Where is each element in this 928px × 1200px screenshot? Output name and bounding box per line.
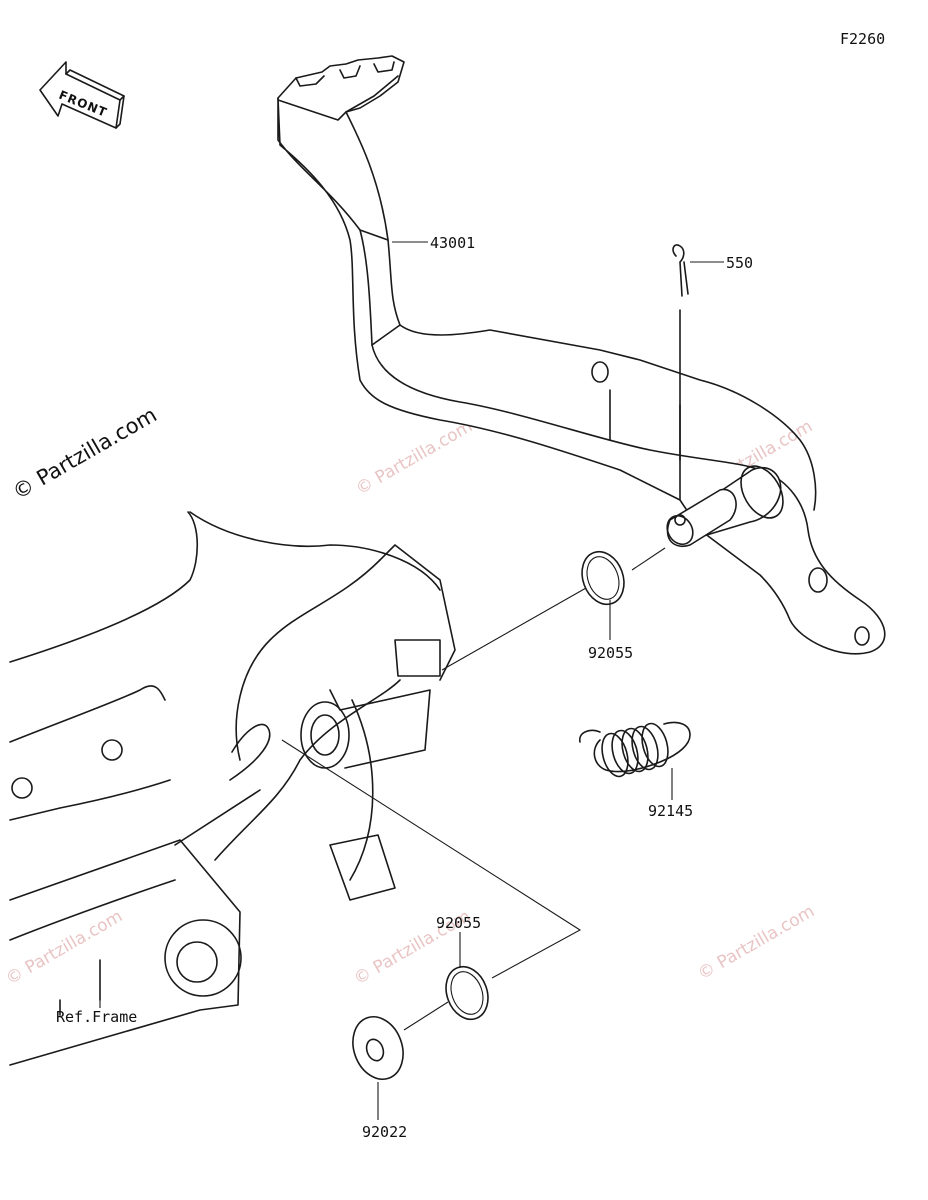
brake-pedal <box>277 55 886 655</box>
ref-frame-label: Ref.Frame <box>56 1008 137 1026</box>
part-label-92055-upper: 92055 <box>588 644 633 662</box>
front-arrow-icon: FRONT <box>39 61 125 129</box>
washer <box>352 1016 404 1080</box>
part-label-92022: 92022 <box>362 1123 407 1141</box>
o-ring-upper <box>441 547 666 671</box>
figure-code: F2260 <box>840 30 885 48</box>
leader-lines <box>99 241 724 1120</box>
part-label-550: 550 <box>726 254 753 272</box>
part-label-92145: 92145 <box>648 802 693 820</box>
part-labels: 43001 550 92055 92145 92055 92022 <box>362 234 753 1141</box>
cotter-pin <box>672 244 689 501</box>
watermark-5: © Partzilla.com <box>695 901 819 984</box>
copyright-credit: © Partzilla.com <box>9 403 161 505</box>
o-ring-lower <box>445 965 489 1021</box>
part-label-92055-lower: 92055 <box>436 914 481 932</box>
assembly-lines <box>281 739 582 1031</box>
part-label-43001: 43001 <box>430 234 475 252</box>
return-spring <box>579 721 691 778</box>
frame-reference <box>9 511 456 1066</box>
watermark-1: © Partzilla.com <box>353 416 477 499</box>
